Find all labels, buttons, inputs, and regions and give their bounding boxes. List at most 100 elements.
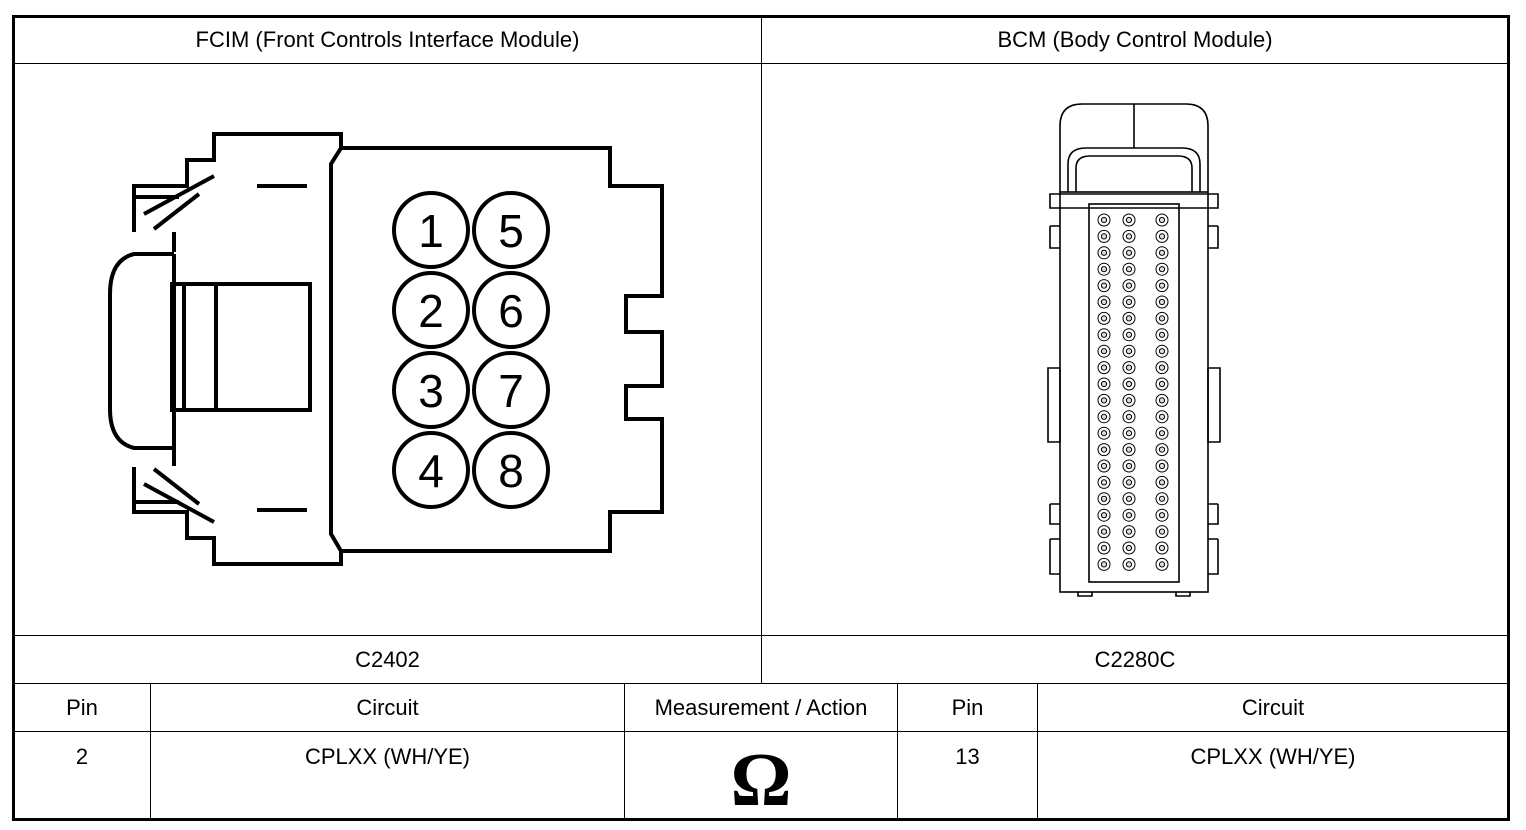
bcm-pin-contact bbox=[1125, 446, 1133, 453]
divider-col3 bbox=[897, 684, 898, 819]
bcm-pin-contact bbox=[1125, 512, 1133, 519]
bcm-pin-contact bbox=[1100, 430, 1108, 437]
bcm-header: BCM (Body Control Module) bbox=[997, 27, 1273, 52]
ohm-symbol: Ω bbox=[730, 738, 792, 822]
fcim-pin-4-label: 4 bbox=[418, 445, 444, 497]
fcim-pin-7-label: 7 bbox=[498, 365, 524, 417]
divider-table-header bbox=[14, 731, 1508, 732]
fcim-pin-6-label: 6 bbox=[498, 285, 524, 337]
bcm-pin-contact bbox=[1100, 544, 1108, 552]
bcm-pin-contact bbox=[1125, 413, 1133, 420]
bcm-pin-contact bbox=[1158, 544, 1166, 552]
bcm-pin-contact bbox=[1158, 331, 1166, 338]
bcm-pin-contact bbox=[1158, 282, 1166, 289]
bcm-pin-contact bbox=[1100, 397, 1108, 404]
row-circuit-left: CPLXX (WH/YE) bbox=[304, 744, 471, 769]
divider-center bbox=[761, 17, 762, 684]
bcm-pin-contact bbox=[1158, 413, 1166, 420]
bcm-pin-contact bbox=[1125, 364, 1133, 371]
bcm-pin-contact bbox=[1125, 561, 1133, 568]
fcim-pin-7-circle bbox=[472, 351, 550, 429]
bcm-pin-contact bbox=[1158, 348, 1166, 355]
bcm-pin-contact bbox=[1125, 348, 1133, 355]
bcm-pin-contact bbox=[1158, 430, 1166, 437]
bcm-pin-contact bbox=[1125, 282, 1133, 289]
bcm-pin-contact bbox=[1100, 413, 1108, 420]
fcim-connector-id: C2402 bbox=[355, 646, 420, 672]
bcm-pin-contact bbox=[1158, 528, 1166, 535]
col-header-pin-left: Pin bbox=[66, 694, 98, 720]
fcim-connector-diagram: 1 2 3 4 5 6 7 8 bbox=[108, 132, 664, 566]
bcm-pin-contact bbox=[1158, 561, 1166, 568]
row-pin-left: 2 bbox=[75, 744, 89, 769]
bcm-pin-contact bbox=[1100, 331, 1108, 338]
bcm-pin-contact bbox=[1158, 462, 1166, 470]
fcim-pin-2-label: 2 bbox=[418, 285, 444, 337]
bcm-pin-contact bbox=[1158, 446, 1166, 453]
bcm-pin-contact bbox=[1125, 266, 1133, 273]
fcim-pin-3-circle bbox=[392, 351, 470, 429]
bcm-pin-contact bbox=[1125, 479, 1133, 486]
fcim-pin-8-label: 8 bbox=[498, 445, 524, 497]
bcm-pin-contact bbox=[1125, 528, 1133, 535]
divider-col1 bbox=[150, 684, 151, 819]
bcm-pin-contact bbox=[1100, 348, 1108, 355]
bcm-pin-contact bbox=[1100, 380, 1108, 388]
bcm-pin-contact bbox=[1125, 430, 1133, 437]
fcim-pin-5-label: 5 bbox=[498, 205, 524, 257]
bcm-pin-contact bbox=[1100, 364, 1108, 371]
bcm-pin-contact bbox=[1125, 495, 1133, 502]
bcm-pin-contact bbox=[1125, 249, 1133, 256]
bcm-pin-contact bbox=[1158, 479, 1166, 486]
bcm-pin-contact bbox=[1100, 495, 1108, 502]
bcm-pin-contact bbox=[1100, 528, 1108, 535]
outer-frame bbox=[12, 15, 1510, 821]
bcm-pin-contact bbox=[1158, 495, 1166, 502]
col-header-pin-right: Pin bbox=[951, 694, 984, 720]
divider-col2 bbox=[624, 684, 625, 819]
bcm-pin-contact bbox=[1158, 266, 1166, 273]
bcm-connector-id: C2280C bbox=[1094, 646, 1176, 672]
bcm-pin-contact bbox=[1100, 315, 1108, 322]
bcm-connector-diagram bbox=[1047, 103, 1221, 597]
bcm-pin-contact bbox=[1125, 397, 1133, 404]
bcm-pin-contact bbox=[1125, 380, 1133, 388]
fcim-pin-3-label: 3 bbox=[418, 365, 444, 417]
col-header-circuit-right: Circuit bbox=[1241, 694, 1305, 720]
bcm-pin-contact bbox=[1158, 380, 1166, 388]
bcm-pin-contact bbox=[1100, 298, 1108, 306]
bcm-pin-contact bbox=[1125, 331, 1133, 338]
bcm-pin-contact bbox=[1125, 298, 1133, 306]
bcm-pin-contact bbox=[1100, 249, 1108, 256]
fcim-pin-2-circle bbox=[392, 271, 470, 349]
bcm-pin-contact bbox=[1158, 315, 1166, 322]
bcm-pin-contact bbox=[1125, 544, 1133, 552]
bcm-pin-contact bbox=[1100, 266, 1108, 273]
bcm-pin-contact bbox=[1100, 462, 1108, 470]
fcim-pin-1-circle bbox=[392, 191, 470, 269]
bcm-pin-contact bbox=[1100, 512, 1108, 519]
bcm-pin-contact bbox=[1100, 446, 1108, 453]
bcm-pin-contact bbox=[1158, 364, 1166, 371]
fcim-header: FCIM (Front Controls Interface Module) bbox=[195, 27, 580, 52]
row-pin-right: 13 bbox=[955, 744, 980, 769]
bcm-pin-contact bbox=[1158, 216, 1166, 224]
bcm-pin-contact bbox=[1125, 462, 1133, 470]
fcim-pin-1-label: 1 bbox=[418, 205, 444, 257]
bcm-pin-contact bbox=[1100, 282, 1108, 289]
fcim-pin-8-circle bbox=[472, 431, 550, 509]
bcm-pin-contact bbox=[1125, 233, 1133, 240]
row-circuit-right: CPLXX (WH/YE) bbox=[1190, 744, 1356, 769]
bcm-pin-contact bbox=[1158, 298, 1166, 306]
fcim-pin-4-circle bbox=[392, 431, 470, 509]
divider-col4 bbox=[1037, 684, 1038, 819]
fcim-pin-6-circle bbox=[472, 271, 550, 349]
bcm-pin-contact bbox=[1158, 249, 1166, 256]
bcm-pin-contact bbox=[1158, 233, 1166, 240]
bcm-pin-contact bbox=[1100, 233, 1108, 240]
col-header-measurement: Measurement / Action bbox=[654, 694, 868, 720]
bcm-pin-contact bbox=[1158, 397, 1166, 404]
bcm-pin-contact bbox=[1158, 512, 1166, 519]
bcm-pin-contact bbox=[1100, 479, 1108, 486]
bcm-pin-contact bbox=[1100, 216, 1108, 224]
